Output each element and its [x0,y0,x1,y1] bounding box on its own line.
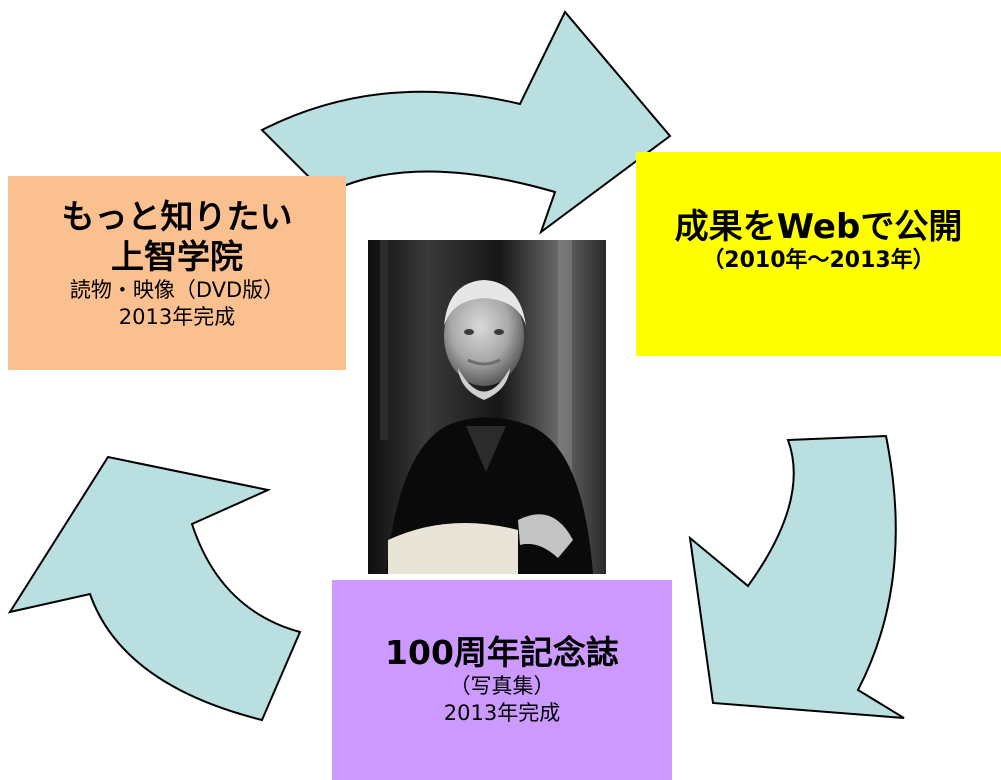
box-title-line1: もっと知りたい [61,197,293,236]
box-title: 成果をWebで公開 [674,207,963,247]
box-title-line2: 上智学院 [111,237,243,276]
portrait-photo [368,240,606,574]
info-box-bottom: 100周年記念誌 （写真集） 2013年完成 [332,580,672,780]
box-completion: 2013年完成 [118,305,236,329]
arrow-top-curved [260,10,672,235]
box-completion: 2013年完成 [443,701,561,725]
box-detail: 読物・映像（DVD版） [69,278,285,302]
box-subtitle: （写真集） [449,674,555,698]
box-period: （2010年～2013年） [702,248,935,273]
portrait-photo-icon [368,240,606,574]
box-title: 100周年記念誌 [385,633,619,672]
arrow-left-curved [7,455,302,722]
info-box-topleft: もっと知りたい 上智学院 読物・映像（DVD版） 2013年完成 [8,176,346,370]
arrow-right-curved [688,434,905,719]
info-box-right: 成果をWebで公開 （2010年～2013年） [636,152,1001,356]
